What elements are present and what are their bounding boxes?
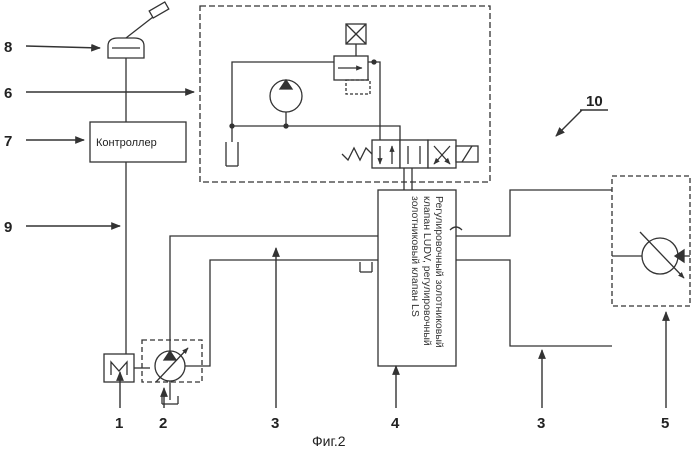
directional-valve-icon bbox=[342, 140, 478, 168]
label-1: 1 bbox=[115, 415, 123, 432]
label-9: 9 bbox=[4, 219, 12, 236]
pointer-8-arrow bbox=[26, 46, 100, 48]
label-3a: 3 bbox=[271, 415, 279, 432]
pilot-pump-icon bbox=[270, 80, 302, 112]
label-4: 4 bbox=[391, 415, 400, 432]
return-line-from-actuator bbox=[456, 260, 612, 346]
electric-motor bbox=[104, 354, 134, 382]
valve-block-text-line3: золотниковый клапан LS bbox=[409, 196, 421, 317]
controller-label: Контроллер bbox=[96, 137, 157, 149]
label-8: 8 bbox=[4, 39, 12, 56]
label-10: 10 bbox=[586, 93, 603, 110]
supply-line-to-actuator bbox=[456, 190, 612, 236]
label-5: 5 bbox=[661, 415, 669, 432]
figure-caption: Фиг.2 bbox=[312, 433, 346, 449]
valve-block-text-line1: Регулировочный золотниковый bbox=[433, 196, 445, 348]
hydraulic-motor-icon bbox=[612, 232, 690, 278]
return-line bbox=[202, 260, 378, 366]
valve-block-text-line2: клапан LUDV, регулировочный bbox=[421, 196, 433, 346]
joystick-icon bbox=[108, 2, 169, 58]
pointer-10-arrow bbox=[556, 110, 582, 136]
variable-pump-icon bbox=[155, 348, 202, 404]
label-2: 2 bbox=[159, 415, 167, 432]
label-7: 7 bbox=[4, 133, 12, 150]
pressure-valve-icon bbox=[334, 24, 370, 94]
pump-pressure-line bbox=[170, 236, 378, 351]
label-3b: 3 bbox=[537, 415, 545, 432]
label-6: 6 bbox=[4, 85, 12, 102]
tank-icon bbox=[360, 262, 372, 272]
